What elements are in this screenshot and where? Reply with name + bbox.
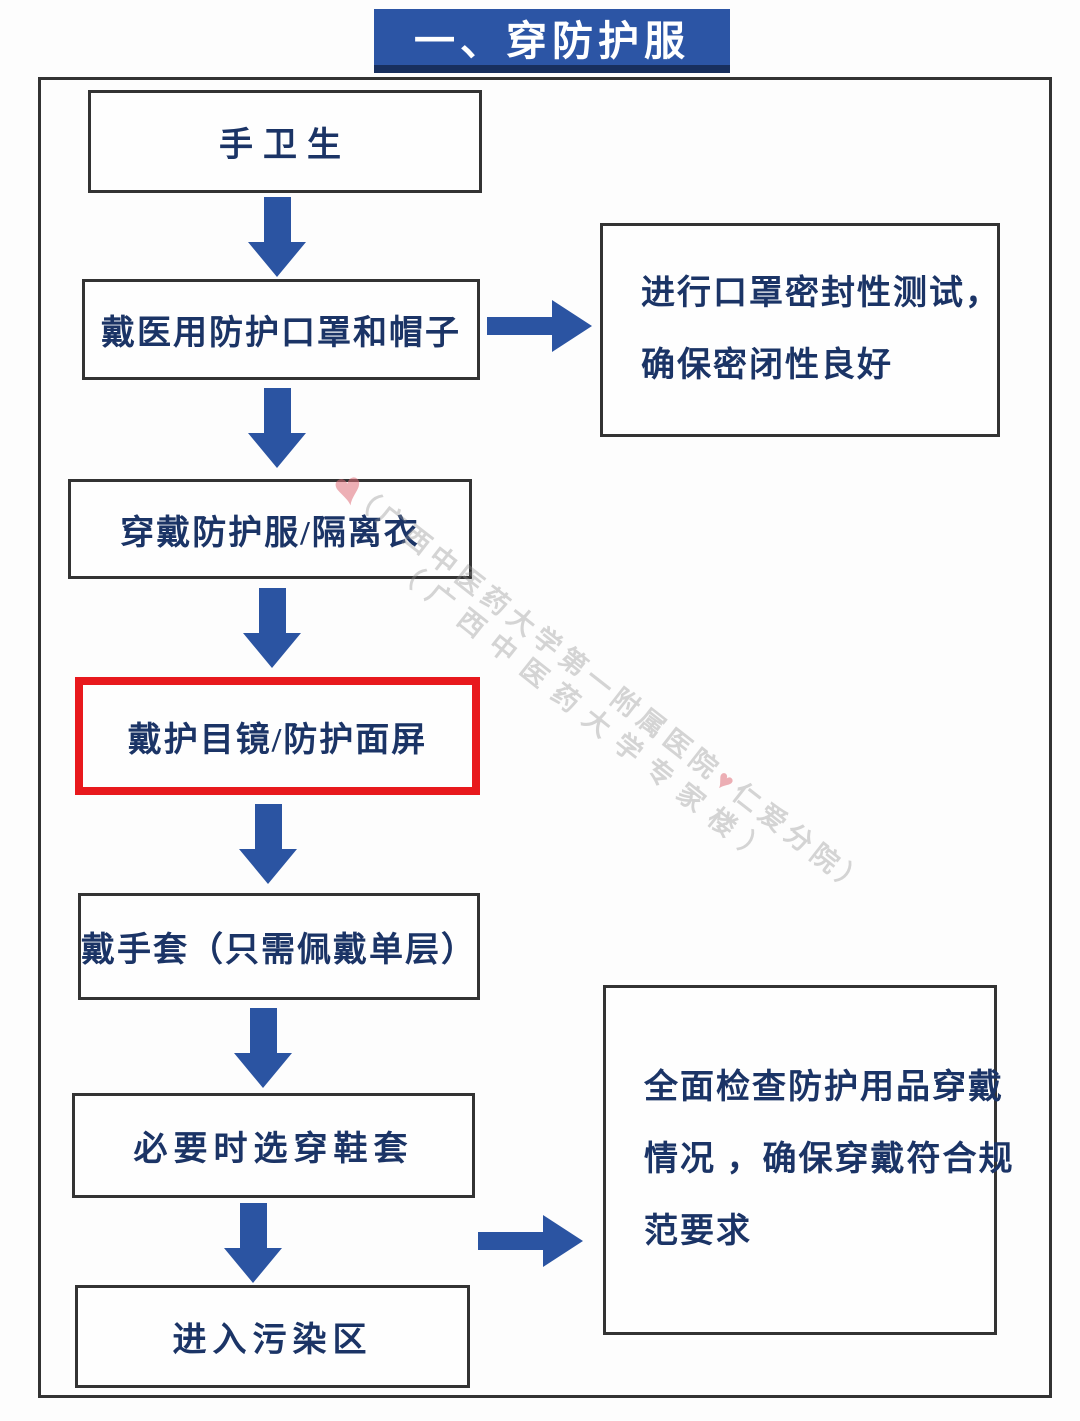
- step-box-protective-suit: 穿戴防护服/隔离衣: [68, 479, 472, 579]
- step-label: 戴医用防护口罩和帽子: [101, 315, 461, 352]
- step-label: 手卫生: [219, 127, 351, 164]
- step-box-hand-hygiene: 手卫生: [88, 90, 482, 193]
- down-arrow-icon: [224, 1203, 282, 1283]
- side-note-mask-seal-test: 进行口罩密封性测试， 确保密闭性良好: [600, 223, 1000, 437]
- down-arrow-icon: [234, 1008, 292, 1088]
- flowchart-frame: [38, 77, 1052, 1398]
- step-box-shoe-covers: 必要时选穿鞋套: [72, 1093, 475, 1198]
- step-label: 进入污染区: [172, 1322, 373, 1359]
- step-box-goggles-face-shield: 戴护目镜/防护面屏: [75, 677, 480, 795]
- down-arrow-icon: [239, 804, 297, 884]
- side-note-line: 全面检查防护用品穿戴: [644, 1069, 1004, 1106]
- side-note-line: 范要求: [644, 1213, 752, 1250]
- step-box-mask-cap: 戴医用防护口罩和帽子: [82, 279, 480, 380]
- title-banner: 一、穿防护服: [374, 9, 730, 73]
- step-box-enter-contaminated-area: 进入污染区: [75, 1285, 470, 1388]
- down-arrow-icon: [248, 388, 306, 468]
- step-label: 穿戴防护服/隔离衣: [120, 514, 420, 552]
- side-note-final-check: 全面检查防护用品穿戴 情况 ，确保穿戴符合规 范要求: [603, 985, 1015, 1335]
- down-arrow-icon: [248, 197, 306, 277]
- step-box-gloves: 戴手套（只需佩戴单层）: [78, 893, 480, 1000]
- page-title: 一、穿防护服: [414, 18, 690, 64]
- side-note-line: 情况 ，确保穿戴符合规: [644, 1141, 1015, 1178]
- step-label: 戴护目镜/防护面屏: [127, 721, 428, 759]
- right-arrow-icon: [478, 1215, 583, 1267]
- side-note-line: 进行口罩密封性测试，: [641, 275, 1001, 312]
- right-arrow-icon: [487, 300, 592, 352]
- step-label: 必要时选穿鞋套: [133, 1131, 414, 1168]
- step-label: 戴手套（只需佩戴单层）: [81, 932, 477, 969]
- side-note-line: 确保密闭性良好: [641, 347, 893, 384]
- down-arrow-icon: [243, 588, 301, 668]
